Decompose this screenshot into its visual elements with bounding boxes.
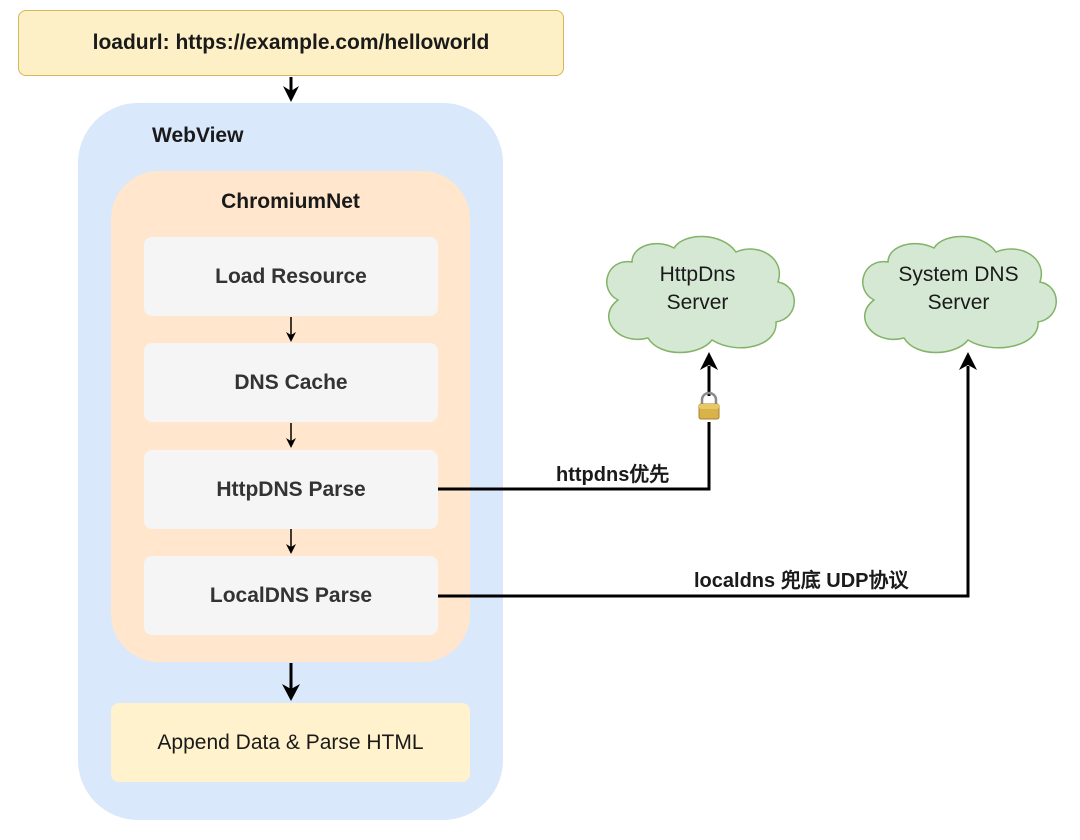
system-dns-server-cloud (862, 235, 1057, 354)
system-dns-server-line2: Server (927, 291, 990, 314)
localdns-edge-label: localdns 兜底 UDP协议 (694, 564, 909, 593)
httpdns-server-line2: Server (666, 291, 729, 314)
step-label: HttpDNS Parse (216, 477, 366, 501)
system-dns-server-label: System DNS Server (866, 258, 1051, 320)
arrow-cache-to-httpdns (286, 423, 296, 448)
step-label: DNS Cache (234, 370, 348, 394)
arrow-chromium-to-append (282, 663, 300, 701)
arrow-httpdns-to-localdns (286, 529, 296, 554)
step-load-resource: Load Resource (144, 237, 438, 316)
arrow-load-to-cache (286, 317, 296, 342)
append-label: Append Data & Parse HTML (157, 730, 424, 754)
webview-label: WebView (152, 124, 244, 147)
step-localdns-parse: LocalDNS Parse (144, 556, 438, 635)
arrow-loadurl-to-webview (283, 77, 299, 102)
step-label: Load Resource (215, 264, 367, 288)
append-parse-html-box: Append Data & Parse HTML (111, 703, 470, 782)
step-dns-cache: DNS Cache (144, 343, 438, 422)
step-label: LocalDNS Parse (209, 583, 373, 607)
httpdns-server-line1: HttpDns (659, 263, 736, 286)
httpdns-server-cloud (606, 235, 795, 354)
system-dns-server-line1: System DNS (898, 263, 1019, 286)
httpdns-server-label: HttpDns Server (610, 258, 785, 320)
chromiumnet-label: ChromiumNet (221, 190, 360, 213)
httpdns-edge-label: httpdns优先 (556, 458, 670, 487)
edge-localdns-to-server (438, 352, 977, 598)
edge-httpdns-to-server (438, 352, 718, 491)
loadurl-label: loadurl: https://example.com/helloworld (92, 31, 490, 54)
loadurl-box: loadurl: https://example.com/helloworld (18, 10, 564, 76)
lock-icon (698, 391, 720, 420)
step-httpdns-parse: HttpDNS Parse (144, 450, 438, 529)
